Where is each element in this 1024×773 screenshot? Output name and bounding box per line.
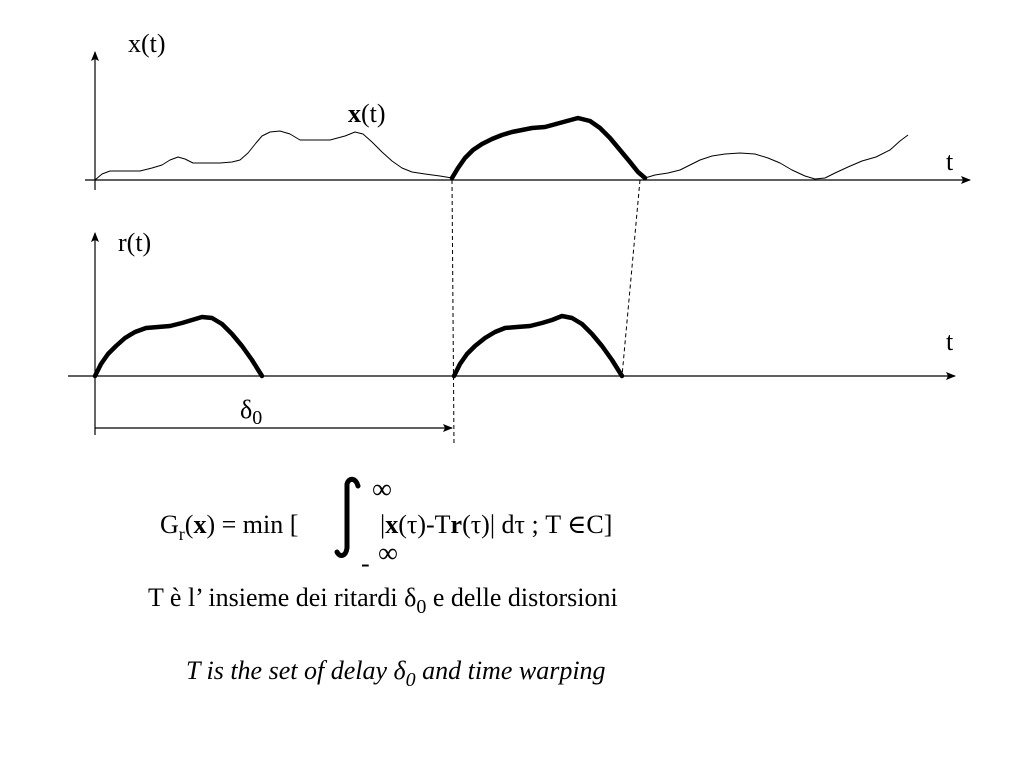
integral-lower-minus: - (361, 549, 370, 578)
integral-sign (334, 476, 361, 558)
warped-r-curve (451, 313, 625, 379)
signal-x-curve-left (94, 130, 453, 181)
integral-upper-limit: ∞ (372, 474, 392, 505)
formula-integrand: |x(τ)-Tr(τ)| dτ ; T ∈C] (380, 510, 612, 539)
alignment-line-end (621, 179, 641, 377)
alignment-line-start (451, 179, 455, 446)
top-plot: x(t) t x(t) (85, 29, 971, 190)
signal-x-curve-right (644, 134, 909, 180)
caption-english: T is the set of delay δ0 and time warpin… (186, 656, 606, 691)
signal-x-matched-segment (449, 115, 648, 181)
distance-formula: Gr(x) = min [ ∞ - ∞ |x(τ)-Tr(τ)| dτ ; T … (160, 474, 612, 578)
formula-lhs: Gr(x) = min [ (160, 510, 298, 544)
delay-label: δ0 (240, 395, 262, 429)
bottom-plot: r(t) t δ0 (68, 179, 956, 446)
bottom-y-axis-label: r(t) (118, 228, 151, 257)
signal-label: x(t) (348, 99, 386, 128)
top-x-axis-label: t (946, 147, 954, 176)
reference-r-curve (92, 314, 265, 379)
integral-lower-limit: ∞ (378, 538, 398, 569)
caption-italian: T è l’ insieme dei ritardi δ0 e delle di… (148, 583, 618, 618)
bottom-x-axis-label: t (946, 327, 954, 356)
top-y-axis-label: x(t) (128, 29, 166, 58)
